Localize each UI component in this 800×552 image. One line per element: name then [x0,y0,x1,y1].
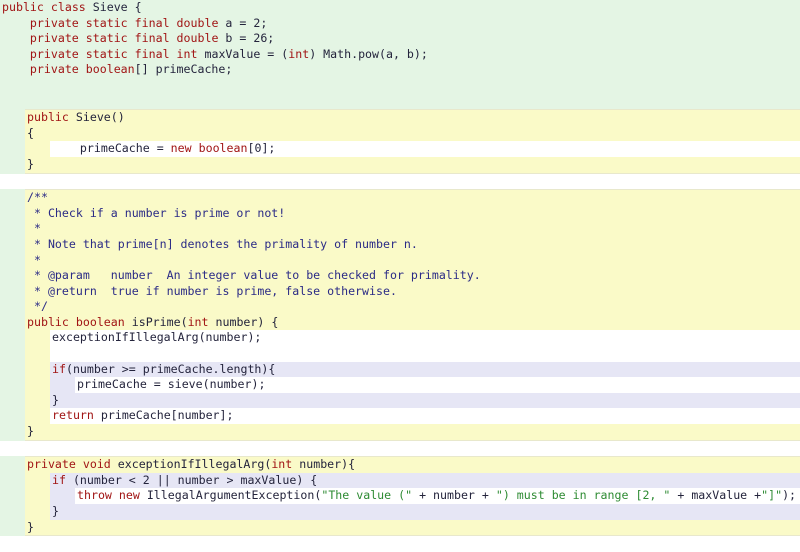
line-if-close-range[interactable]: } [52,504,59,518]
line-constructor-open-brace[interactable]: { [27,125,34,140]
statement-block-exception-call: exceptionIfIllegalArg(number); [50,330,800,362]
line-javadoc-close[interactable]: */ [27,299,48,314]
line-exception-signature[interactable]: private void exceptionIfIllegalArg(int n… [27,457,356,472]
line-field-primecache[interactable]: private boolean[] primeCache; [29,62,233,77]
blank-line [0,440,800,457]
line-class-declaration[interactable]: public class Sieve { [2,0,142,14]
line-field-maxvalue[interactable]: private static final int maxValue = (int… [29,46,428,61]
blank-line [0,173,800,190]
statement-block-throw: throw new IllegalArgumentException("The … [75,488,800,504]
method-block-exceptionifillegalarg: private void exceptionIfIllegalArg(int n… [25,456,800,537]
line-constructor-signature[interactable]: public Sieve() [27,110,125,125]
line-javadoc-summary[interactable]: * Check if a number is prime or not! [27,205,286,220]
line-javadoc-note[interactable]: * Note that prime[n] denotes the primali… [27,236,418,251]
line-javadoc-blank-1[interactable]: * [27,221,41,236]
line-if-close-cache[interactable]: } [52,392,59,407]
line-isprime-close-brace[interactable]: } [27,424,34,439]
if-block-range-check: if (number < 2 || number > maxValue) { t… [50,472,800,520]
line-primecache-sieve[interactable]: primeCache = sieve(number); [77,377,266,392]
line-javadoc-blank-2[interactable]: * [27,252,41,267]
line-if-open-cache[interactable]: if(number >= primeCache.length){ [52,361,276,376]
line-isprime-signature[interactable]: public boolean isPrime(int number) { [27,314,279,329]
if-block-cache-grow: if(number >= primeCache.length){ primeCa… [50,361,800,409]
line-primecache-init[interactable]: primeCache = new boolean[0]; [52,141,276,156]
statement-block-constructor-body: primeCache = new boolean[0]; [50,141,800,157]
line-javadoc-param[interactable]: * @param number An integer value to be c… [27,268,481,283]
line-if-open-range[interactable]: if (number < 2 || number > maxValue) { [52,472,318,487]
line-field-a[interactable]: private static final double a = 2; [29,15,268,30]
blank-line [0,536,800,552]
line-javadoc-open[interactable]: /** [27,190,48,205]
line-javadoc-return[interactable]: * @return true if number is prime, false… [27,283,397,298]
method-block-constructor: public Sieve() { primeCache = new boolea… [25,109,800,174]
line-throw-illegalargument[interactable]: throw new IllegalArgumentException("The … [77,488,797,503]
line-call-exceptionifillegalarg[interactable]: exceptionIfIllegalArg(number); [52,330,262,345]
method-block-isprime: /** * Check if a number is prime or not!… [25,189,800,441]
statement-block-return: return primeCache[number]; [50,408,800,425]
line-field-b[interactable]: private static final double b = 26; [29,31,275,46]
blank-line [0,94,800,110]
blank-line [0,78,800,94]
line-return-primecache[interactable]: return primeCache[number]; [52,408,234,423]
statement-block-sieve-call: primeCache = sieve(number); [75,377,800,393]
line-constructor-close-brace[interactable]: } [27,156,34,171]
line-exception-close-brace[interactable]: } [27,519,34,534]
blank-line [50,346,800,362]
